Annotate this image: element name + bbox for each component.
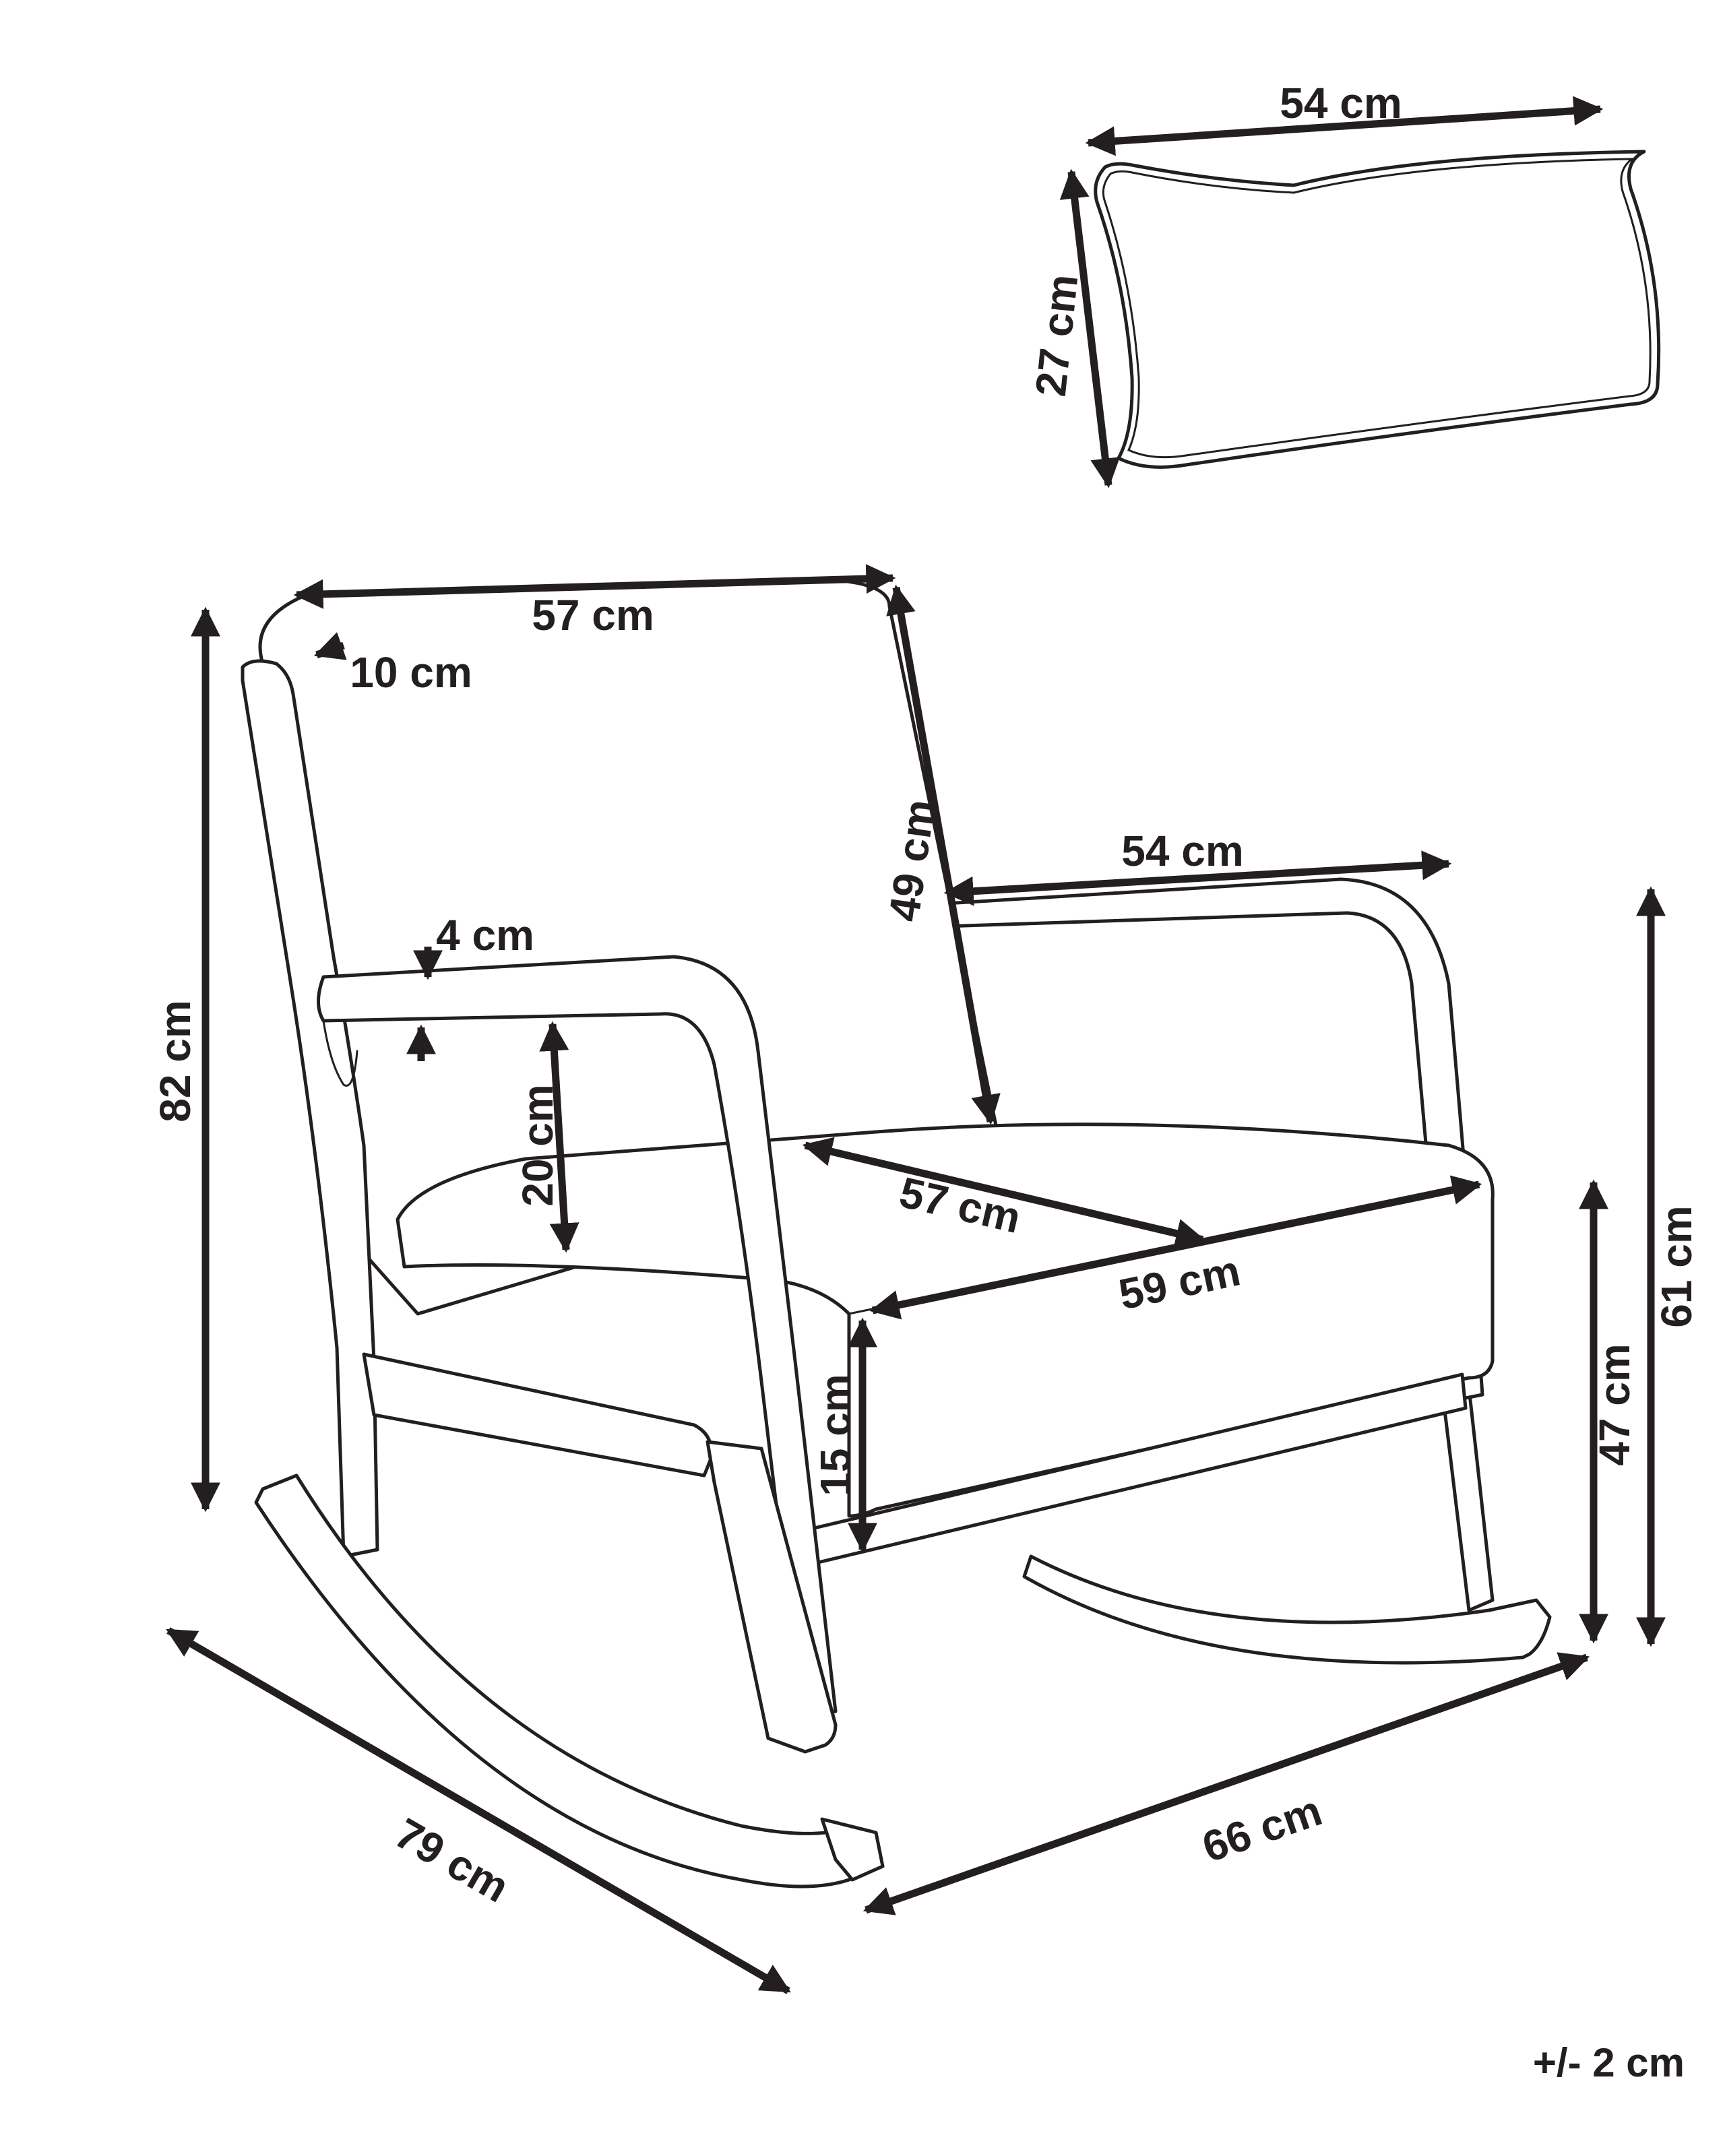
backrest-width-label: 57 cm — [532, 591, 654, 639]
seat-thickness-label: 15 cm — [811, 1374, 860, 1496]
backrest-height-line — [886, 584, 1001, 1125]
total-height-label: 82 cm — [151, 1000, 199, 1122]
seat-height-label: 47 cm — [1590, 1343, 1639, 1465]
armrest-thickness-label: 4 cm — [436, 911, 534, 959]
backrest-thickness-label: 10 cm — [350, 648, 472, 697]
seat-width-line — [869, 1175, 1482, 1320]
armrest-to-seat-label: 20 cm — [513, 1084, 562, 1206]
pillow-height-label: 27 cm — [1026, 272, 1088, 399]
pillow-width-label: 54 cm — [1280, 79, 1402, 127]
pillow-drawing — [1094, 150, 1661, 469]
pillow-width-line — [1085, 96, 1604, 156]
total-width-line — [862, 1652, 1590, 1915]
dimension-lines — [166, 96, 1666, 1994]
inner-width-label: 54 cm — [1121, 827, 1243, 875]
armrest-height-label: 61 cm — [1652, 1205, 1701, 1327]
backrest-thickness-line — [313, 632, 347, 660]
total-width-label: 66 cm — [1196, 1786, 1327, 1872]
inner-width-line — [943, 850, 1452, 906]
tolerance-note: +/- 2 cm — [1533, 2040, 1685, 2085]
armrest-to-seat-line — [539, 1021, 579, 1253]
total-depth-line — [166, 1627, 791, 1994]
rocking-chair-drawing — [241, 579, 1552, 1889]
pillow-height-line — [1059, 168, 1121, 488]
backrest-width-line — [293, 564, 896, 609]
